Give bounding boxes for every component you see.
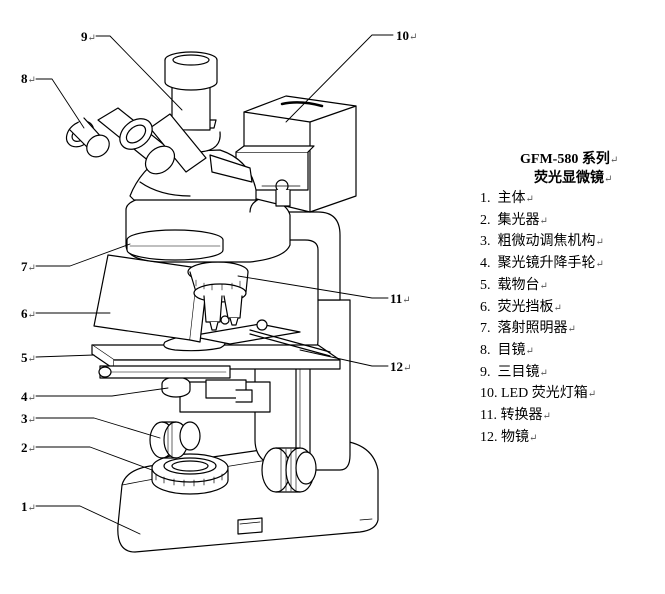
callout-8: 8↵ xyxy=(21,71,36,87)
led-lamp-box xyxy=(235,95,357,213)
condenser-assembly xyxy=(161,376,271,413)
callout-12: 12↵ xyxy=(390,359,412,375)
focus-knob-right xyxy=(261,447,317,493)
parts-list: 1. 主体↵ 2. 集光器↵ 3. 粗微动调焦机构↵ 4. 聚光镜升降手轮↵ 5… xyxy=(480,189,604,449)
callout-3: 3↵ xyxy=(21,411,36,427)
callout-9: 9↵ xyxy=(81,29,96,45)
collector-lens xyxy=(151,453,229,495)
callout-2: 2↵ xyxy=(21,440,36,456)
parts-list-item: 2. 集光器↵ xyxy=(480,212,548,228)
parts-list-item: 3. 粗微动调焦机构↵ xyxy=(480,234,604,250)
parts-list-item: 9. 三目镜↵ xyxy=(480,364,548,380)
parts-list-item: 4. 聚光镜升降手轮↵ xyxy=(480,256,604,272)
callout-11: 11↵ xyxy=(390,291,411,307)
objectives xyxy=(203,295,243,331)
title-block: GFM-580 系列↵ 荧光显微镜↵ xyxy=(520,151,640,189)
parts-list-item: 7. 落射照明器↵ xyxy=(480,321,576,337)
title-name: 荧光显微镜↵ xyxy=(534,171,613,186)
microscope-arm xyxy=(249,211,351,471)
parts-list-item: 12. 物镜↵ xyxy=(480,429,538,445)
parts-list-item: 5. 载物台↵ xyxy=(480,277,548,293)
callout-1: 1↵ xyxy=(21,499,36,515)
stage xyxy=(91,315,341,379)
focus-knob-left xyxy=(149,421,201,459)
title-model: GFM-580 系列↵ xyxy=(520,152,619,167)
epi-illuminator xyxy=(125,195,291,263)
callout-7: 7↵ xyxy=(21,259,36,275)
leader-lines xyxy=(35,34,394,535)
parts-list-item: 1. 主体↵ xyxy=(480,191,534,206)
callout-4: 4↵ xyxy=(21,389,36,405)
parts-list-item: 10. LED 荧光灯箱↵ xyxy=(480,386,597,402)
eyepieces xyxy=(65,107,207,197)
callout-6: 6↵ xyxy=(21,306,36,322)
parts-list-item: 8. 目镜↵ xyxy=(480,342,534,358)
parts-list-item: 6. 荧光挡板↵ xyxy=(480,299,562,315)
callout-5: 5↵ xyxy=(21,350,36,366)
parts-list-item: 11. 转换器↵ xyxy=(480,408,551,424)
callout-10: 10↵ xyxy=(396,28,418,44)
